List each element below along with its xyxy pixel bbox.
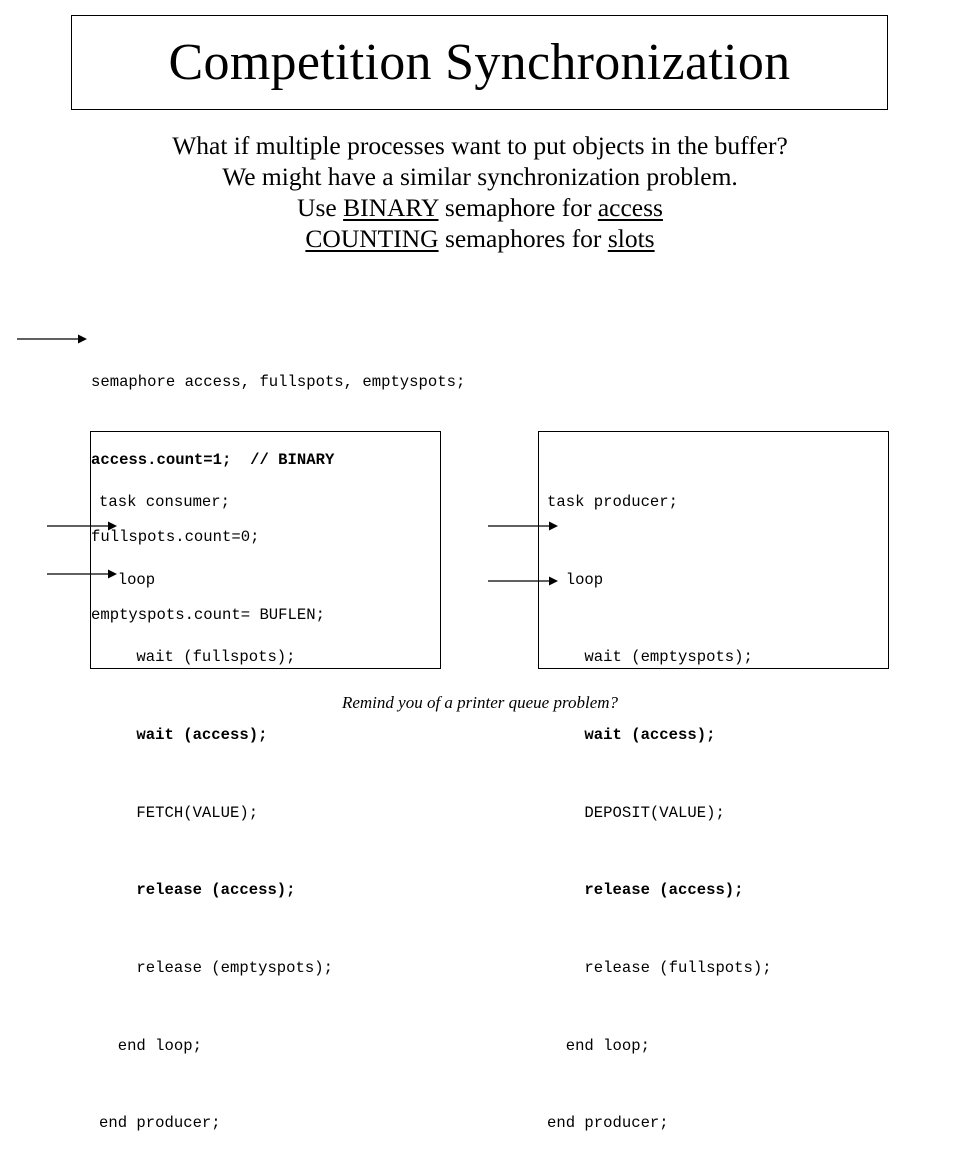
slide-title: Competition Synchronization xyxy=(168,33,791,91)
code-line: FETCH(VALUE); xyxy=(99,803,259,822)
arrow-icon xyxy=(488,521,558,531)
code-line: wait (access); xyxy=(547,725,716,744)
code-line: end loop; xyxy=(547,1036,650,1055)
intro-line-4: COUNTING semaphores for slots xyxy=(0,223,960,254)
intro-line-3-before: Use xyxy=(297,193,344,222)
arrow-icon xyxy=(47,521,117,531)
code-line: wait (fullspots); xyxy=(99,648,296,667)
producer-task-box: task producer; loop wait (emptyspots); w… xyxy=(538,431,889,1132)
code-line: end producer; xyxy=(547,1114,669,1133)
intro-text: What if multiple processes want to put o… xyxy=(0,130,960,254)
intro-line-4-middle: semaphores for xyxy=(438,224,608,253)
code-line: release (emptyspots); xyxy=(99,959,333,978)
slots-term: slots xyxy=(607,224,655,253)
arrow-icon xyxy=(488,576,558,586)
code-line: emptyspots.count= BUFLEN; xyxy=(91,605,325,624)
code-line: loop xyxy=(99,570,156,589)
intro-line-3: Use BINARY semaphore for access xyxy=(0,192,960,223)
counting-term: COUNTING xyxy=(305,224,439,253)
code-line: semaphore access, fullspots, emptyspots; xyxy=(91,372,466,391)
code-line: fullspots.count=0; xyxy=(91,528,260,547)
code-line: release (access); xyxy=(99,881,296,900)
code-line: end producer; xyxy=(99,1114,221,1133)
intro-line-3-middle: semaphore for xyxy=(438,193,598,222)
access-term: access xyxy=(597,193,663,222)
binary-term: BINARY xyxy=(343,193,439,222)
code-line: task producer; xyxy=(547,492,679,511)
title-box: Competition Synchronization xyxy=(71,15,888,110)
code-line: wait (access); xyxy=(99,725,268,744)
intro-line-1: What if multiple processes want to put o… xyxy=(172,131,788,160)
code-line: loop xyxy=(547,570,604,589)
code-line: release (access); xyxy=(547,881,744,900)
footer-note: Remind you of a printer queue problem? xyxy=(341,693,619,712)
consumer-task-box: task consumer; loop wait (fullspots); wa… xyxy=(90,431,441,1132)
semaphore-declarations: semaphore access, fullspots, emptyspots;… xyxy=(91,318,465,655)
code-line: wait (emptyspots); xyxy=(547,648,753,667)
code-line: access.count=1; // BINARY xyxy=(91,450,335,469)
code-line: task consumer; xyxy=(99,492,231,511)
arrow-icon xyxy=(47,569,117,579)
arrow-icon xyxy=(17,334,87,344)
code-line: DEPOSIT(VALUE); xyxy=(547,803,725,822)
code-line: end loop; xyxy=(99,1036,202,1055)
code-line: release (fullspots); xyxy=(547,959,772,978)
intro-line-2: We might have a similar synchronization … xyxy=(222,162,738,191)
